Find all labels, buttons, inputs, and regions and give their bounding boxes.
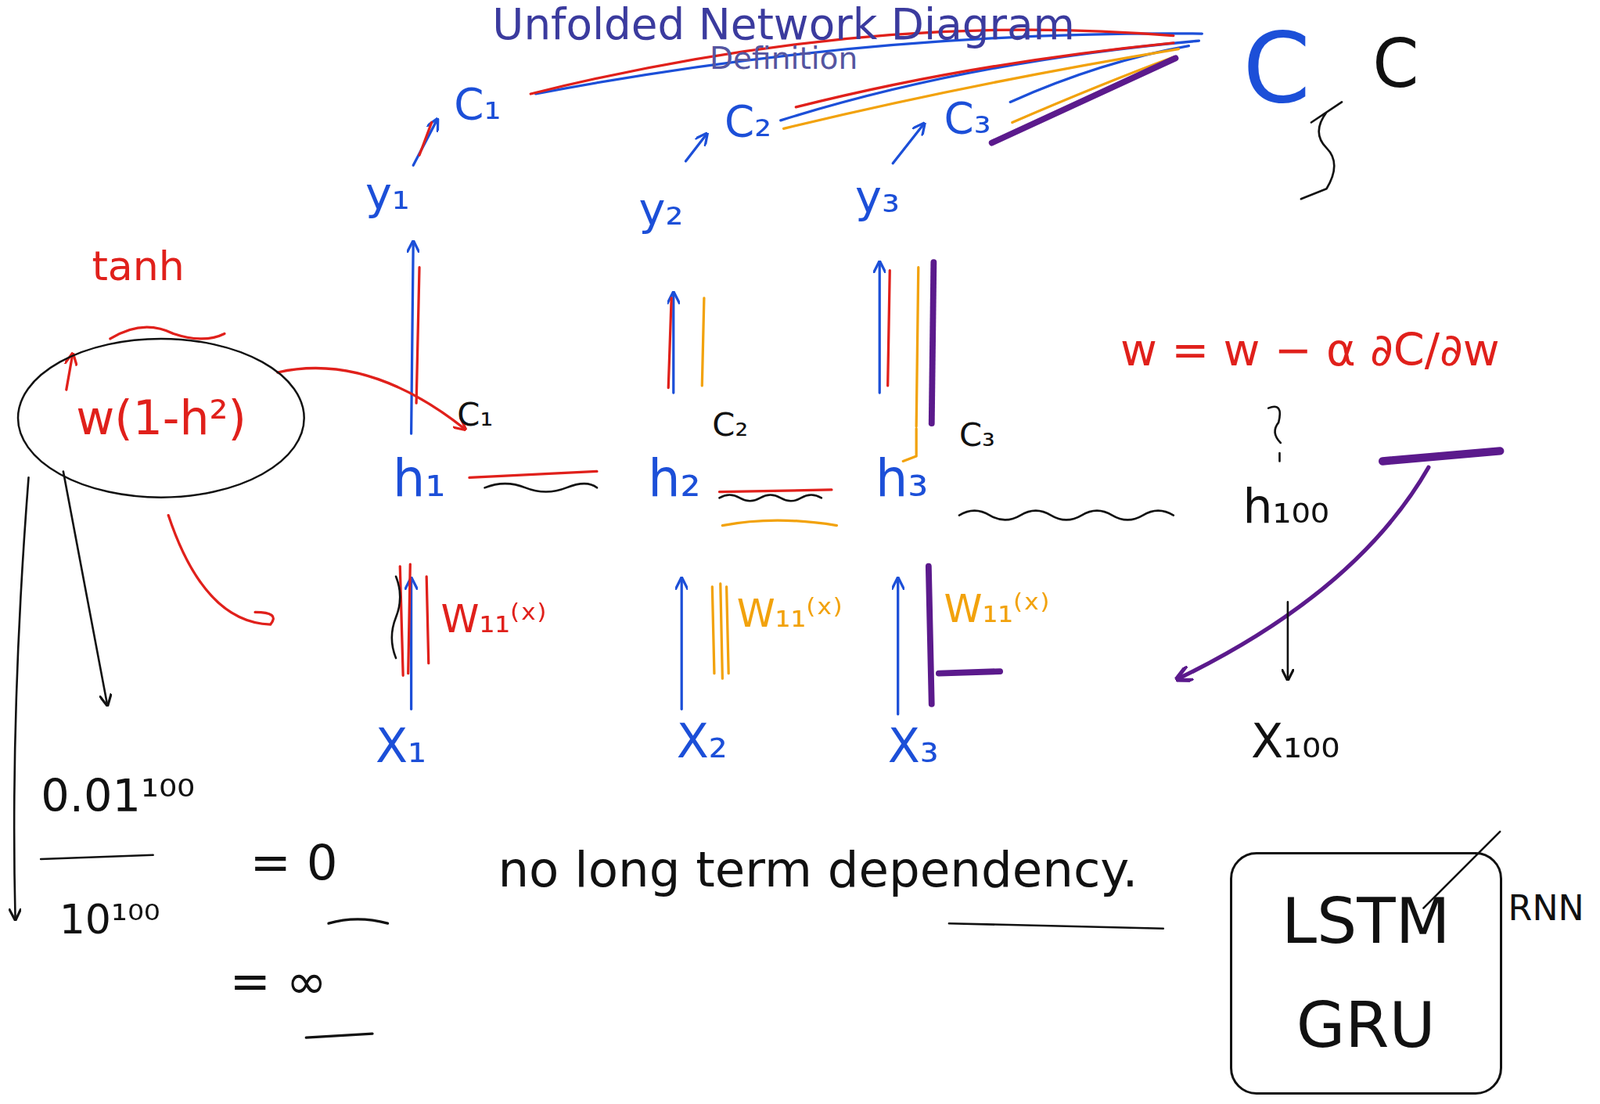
output-variable: y₁ — [365, 168, 410, 220]
activation-note: tanh — [91, 242, 185, 290]
node-text: GRU — [1296, 988, 1436, 1062]
input-variable: X₁₀₀ — [1251, 714, 1340, 769]
vanishing-note: = 0 — [250, 834, 338, 892]
total-cost: C — [1372, 25, 1419, 102]
input-variable: X₂ — [676, 714, 728, 769]
derivative-notes — [14, 327, 1500, 1038]
weight-label: W₁₁⁽ˣ⁾ — [943, 586, 1050, 632]
cost-term: C₂ — [711, 406, 748, 444]
alternatives-box: LSTM GRU — [1229, 852, 1503, 1095]
exploding-note: 10¹⁰⁰ — [59, 895, 161, 943]
conclusion-note: no long term dependency. — [497, 841, 1138, 899]
hidden-state: h₃ — [875, 449, 928, 508]
cost-term: C₁ — [456, 395, 493, 434]
derivative-ellipse: w(1-h²) — [15, 336, 307, 500]
output-variable: y₃ — [855, 171, 900, 223]
exploding-note: = ∞ — [229, 953, 328, 1011]
cost-term: C₃ — [959, 416, 996, 454]
input-variable: X₁ — [375, 719, 427, 774]
output-variable: y₂ — [638, 183, 684, 236]
network-arrows — [411, 120, 925, 715]
cost-term: C₁ — [453, 79, 501, 130]
node-text: LSTM — [1281, 884, 1451, 958]
weight-label: W₁₁⁽ˣ⁾ — [440, 596, 547, 642]
weight-label: W₁₁⁽ˣ⁾ — [737, 591, 843, 637]
cost-term: C₂ — [724, 97, 772, 147]
recurrent-links — [391, 101, 1342, 679]
vanishing-note: 0.01¹⁰⁰ — [40, 770, 195, 823]
gradient-traces — [399, 122, 1500, 704]
update-rule: w = w − α ∂C/∂w — [1120, 324, 1500, 377]
total-cost: C — [1243, 12, 1312, 124]
subtitle: Definition — [709, 40, 858, 76]
hidden-state: h₂ — [647, 449, 701, 508]
node-text: w(1-h²) — [75, 391, 247, 446]
input-variable: X₃ — [888, 719, 939, 774]
crossed-note: RNN — [1508, 888, 1585, 928]
hidden-state: h₁ — [392, 449, 446, 508]
hidden-state: h₁₀₀ — [1243, 479, 1330, 534]
cost-term: C₃ — [943, 93, 991, 144]
